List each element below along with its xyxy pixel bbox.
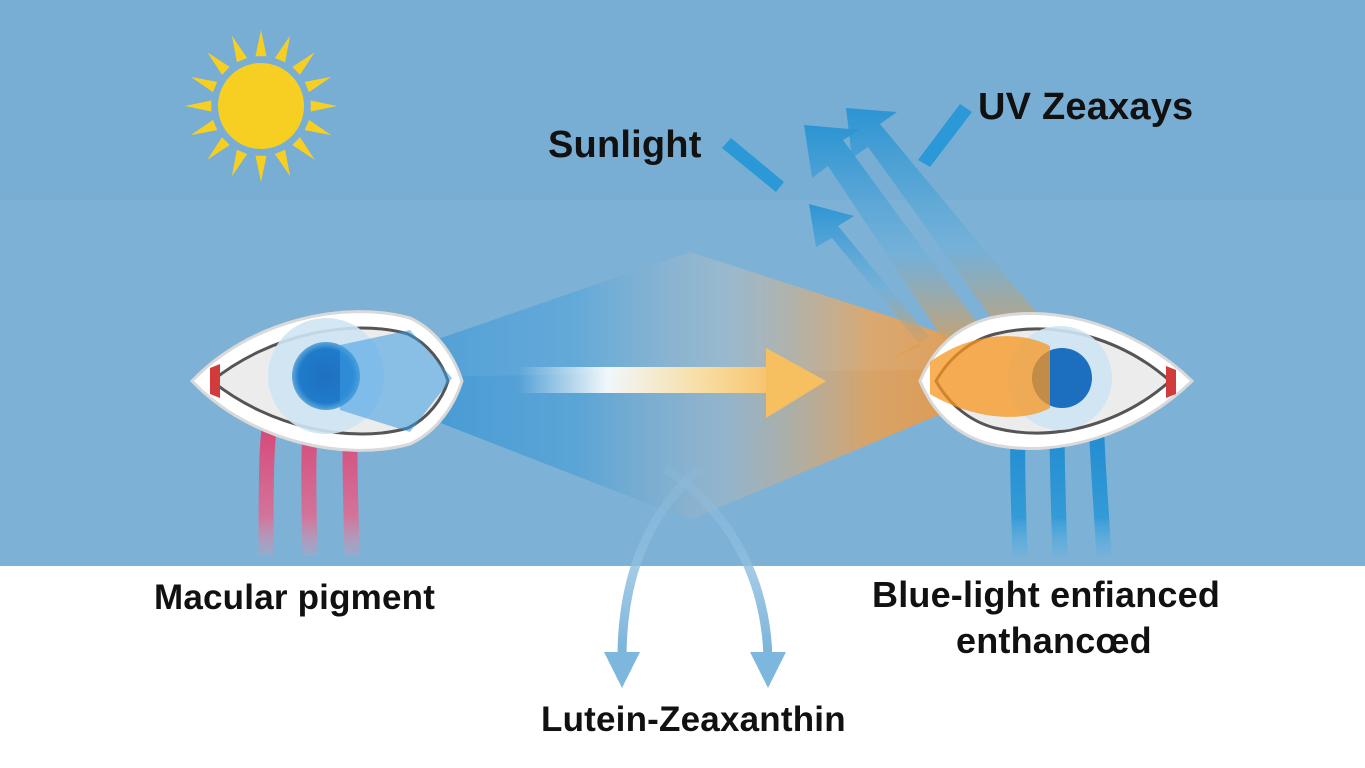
sun-ray (190, 76, 218, 93)
sunlight-dash (722, 138, 784, 192)
sun-ray (304, 119, 332, 136)
lutein-zeaxanthin-label: Lutein-Zeaxanthin (541, 700, 846, 739)
sun-ray (304, 76, 332, 93)
ray-left (809, 204, 929, 358)
sun-icon (185, 30, 337, 182)
sun-ray (207, 137, 230, 160)
sunlight-label: Sunlight (548, 124, 702, 166)
sun-ray (274, 149, 291, 177)
transfer-arrow (518, 348, 826, 418)
sun-ray (292, 52, 315, 75)
sun-ray (274, 35, 291, 63)
sun-ray (231, 35, 248, 63)
uv-dash (918, 104, 972, 167)
left-eye-icon (189, 310, 464, 557)
light-beam-upper-shade (325, 252, 1050, 378)
lutein-arrow-right (663, 464, 773, 659)
macular-pigment-label: Macular pigment (154, 578, 436, 617)
ray-right (846, 108, 1055, 360)
uv-rays-label: UV Zeaxays (978, 86, 1194, 128)
sun-ray (255, 30, 267, 57)
sun-disc (218, 63, 304, 149)
sun-ray (231, 149, 248, 177)
sun-ray (190, 119, 218, 136)
sun-ray (292, 137, 315, 160)
lutein-arrow-left (617, 464, 703, 659)
blue-light-label-line1: Blue-light enfianced (872, 574, 1221, 615)
sun-ray (185, 100, 212, 112)
blue-light-label-line2: enthancœd (956, 620, 1152, 661)
sun-ray (207, 52, 230, 75)
ground-background (0, 566, 1365, 768)
right-eye-icon (918, 312, 1195, 557)
ray-middle (804, 125, 988, 360)
sun-ray (310, 100, 337, 112)
lutein-arrows (604, 464, 786, 688)
sun-rays (722, 104, 1055, 360)
sun-ray (255, 155, 267, 182)
